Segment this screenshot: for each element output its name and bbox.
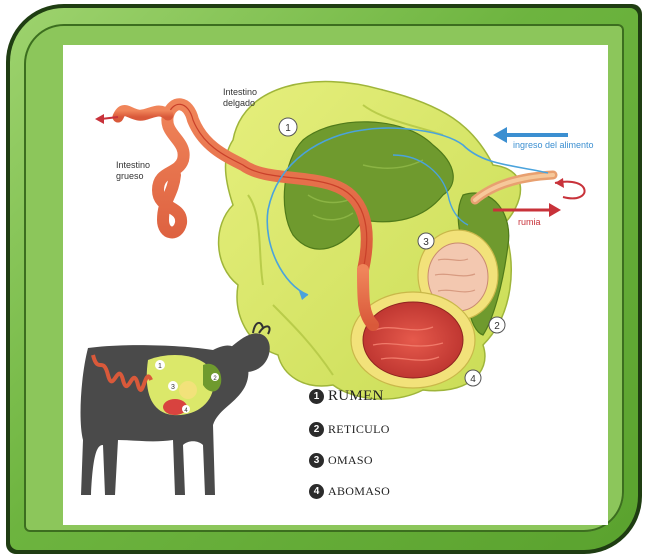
- cow-illustration: 1 2 3 4: [81, 323, 270, 495]
- legend-number-3: 3: [309, 453, 324, 468]
- legend-number-1: 1: [309, 389, 324, 404]
- legend-number-2: 2: [309, 422, 324, 437]
- legend-item-abomaso: 4 ABOMASO: [309, 482, 390, 500]
- abomaso-inner: [363, 302, 463, 378]
- legend-label-rumen: RUMEN: [328, 388, 384, 405]
- cow-head: [231, 333, 270, 372]
- legend-label-reticulo: RETICULO: [328, 422, 390, 437]
- legend-number-4: 4: [309, 484, 324, 499]
- marker-1: 1: [279, 118, 297, 136]
- marker-2-text: 2: [494, 321, 500, 332]
- diagram-panel: 1 2 3 4 1 2 3: [63, 45, 608, 525]
- marker-2: 2: [489, 317, 505, 333]
- legend-item-omaso: 3 OMASO: [309, 451, 373, 469]
- marker-1-text: 1: [285, 123, 291, 134]
- label-rumia: rumia: [518, 217, 558, 228]
- large-intestine: [118, 111, 168, 117]
- legend-item-rumen: 1 RUMEN: [309, 387, 384, 405]
- marker-4-text: 4: [470, 374, 476, 385]
- legend-label-omaso: OMASO: [328, 453, 373, 468]
- legend-item-reticulo: 2 RETICULO: [309, 420, 390, 438]
- legend-label-abomaso: ABOMASO: [328, 484, 390, 499]
- rumia-loop-head: [555, 178, 564, 188]
- cow-marker-1-text: 1: [158, 363, 162, 370]
- label-ingreso-alimento: ingreso del alimento: [513, 140, 603, 151]
- cow-omaso-area: [179, 381, 197, 399]
- ingreso-arrow-head: [493, 127, 507, 143]
- marker-3: 3: [418, 233, 434, 249]
- exit-arrow-head: [95, 114, 104, 124]
- marker-4: 4: [465, 370, 481, 386]
- marker-3-text: 3: [423, 237, 429, 248]
- cow-marker-3-text: 3: [171, 384, 175, 391]
- rumia-arrow-head: [549, 203, 561, 217]
- label-intestino-delgado: Intestino delgado: [223, 87, 273, 109]
- label-intestino-grueso: Intestino grueso: [116, 160, 156, 182]
